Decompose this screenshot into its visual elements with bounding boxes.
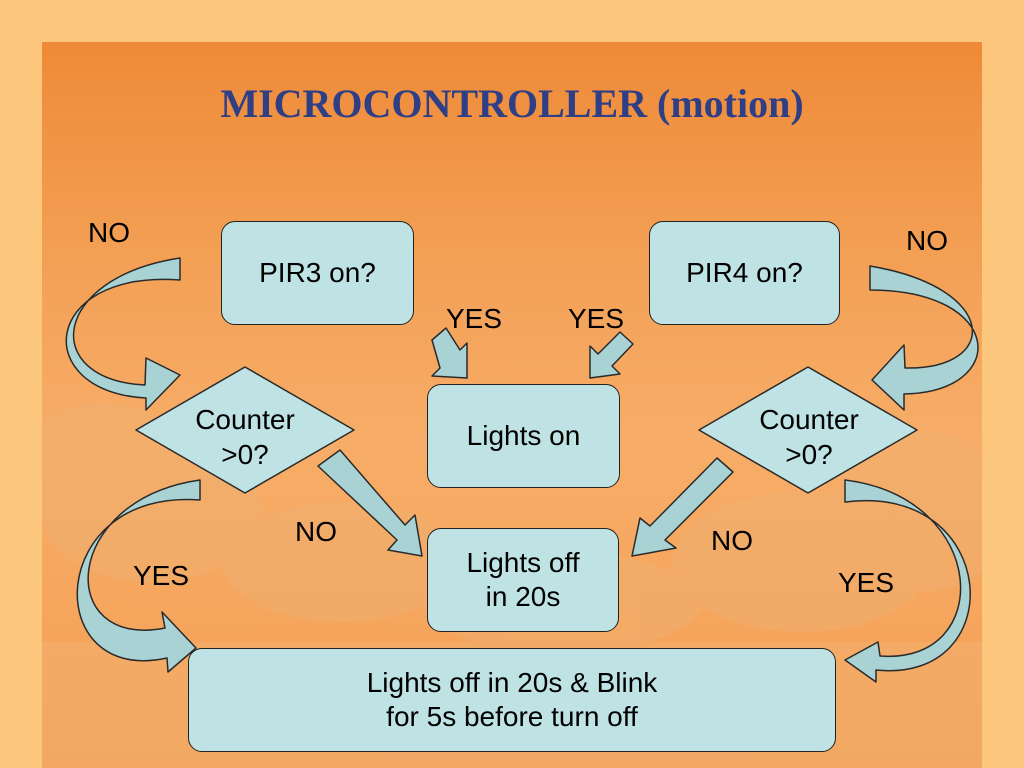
counter-left-line1: Counter: [195, 404, 295, 435]
decision-counter-left-label: Counter >0?: [170, 402, 320, 472]
decision-counter-right-shape: [698, 366, 918, 494]
arrow-yes-left: [431, 327, 468, 379]
lights-off-label-line1: Lights off: [466, 547, 580, 579]
blink-label-line1: Lights off in 20s & Blink: [366, 667, 658, 699]
decision-pir4: PIR4 on?: [649, 221, 840, 325]
decision-counter-left-shape: [135, 366, 355, 494]
label-yes-bottom-right: YES: [838, 567, 895, 598]
slide-title: MICROCONTROLLER (motion): [220, 81, 804, 126]
label-no-mid-right: NO: [711, 525, 753, 556]
curved-arrow-right-yes: [844, 479, 971, 683]
counter-right-line2: >0?: [785, 439, 833, 470]
arrow-left-counter-no: [317, 449, 423, 557]
lights-off-label-line2: in 20s: [485, 581, 561, 612]
label-no-top-right: NO: [906, 225, 948, 256]
label-no-top-left: NO: [88, 217, 130, 248]
pir3-label: PIR3 on?: [259, 257, 376, 289]
decision-counter-right-label: Counter >0?: [734, 402, 884, 472]
label-yes-right-center: YES: [568, 303, 625, 334]
lights-on-label: Lights on: [466, 420, 581, 452]
action-lights-on: Lights on: [427, 384, 620, 488]
label-yes-bottom-left: YES: [133, 560, 190, 591]
label-no-mid-left: NO: [295, 516, 337, 547]
blink-label-line2: for 5s before turn off: [386, 701, 638, 732]
curved-arrow-pir4-no: [869, 265, 979, 411]
label-yes-left-center: YES: [446, 303, 503, 334]
curved-arrow-left-yes: [76, 479, 201, 673]
pir4-label: PIR4 on?: [686, 257, 803, 289]
action-lights-off: Lights off in 20s: [427, 528, 619, 632]
decision-pir3: PIR3 on?: [221, 221, 414, 325]
arrow-yes-right: [589, 331, 634, 379]
arrow-right-counter-no: [631, 457, 734, 557]
action-lights-off-blink: Lights off in 20s & Blink for 5s before …: [188, 648, 836, 752]
curved-arrow-pir3-no: [65, 257, 181, 411]
counter-left-line2: >0?: [221, 439, 269, 470]
counter-right-line1: Counter: [759, 404, 859, 435]
